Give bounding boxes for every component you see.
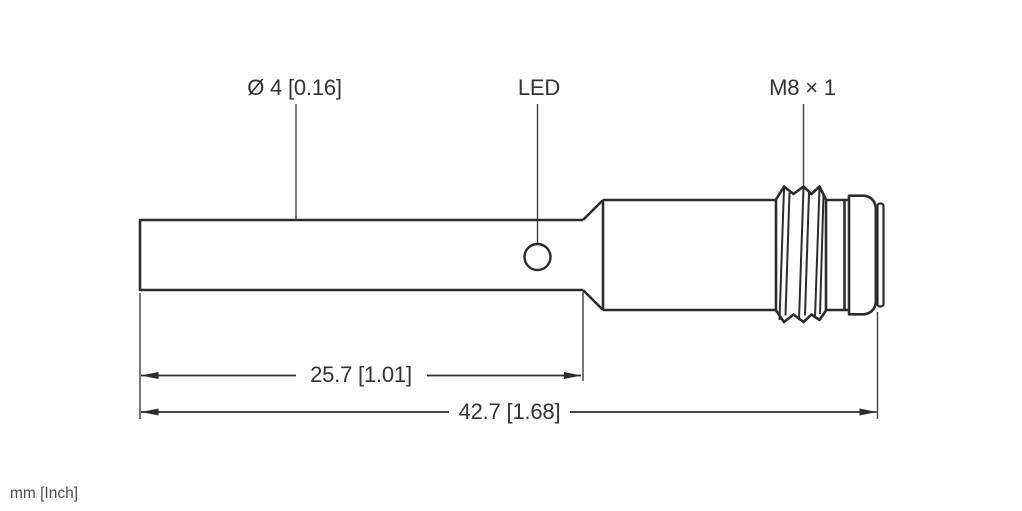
led-indicator-circle: [523, 242, 552, 272]
overall-length-dimension: 42.7 [1.68]: [458, 399, 561, 424]
connector-lip: [876, 202, 885, 308]
arrowhead-left: [141, 372, 159, 379]
units-note: mm [Inch]: [10, 485, 79, 502]
thread-edges: [774, 199, 828, 311]
thread-label: M8 × 1: [769, 75, 836, 100]
diameter-label: Ø 4 [0.16]: [247, 75, 342, 100]
arrowhead-right: [564, 372, 582, 379]
arrowhead-right: [859, 408, 877, 416]
arrowhead-left: [141, 408, 159, 416]
led-label: LED: [517, 75, 561, 100]
collar: [826, 198, 849, 312]
chamfer-top: [582, 199, 604, 221]
barrel-length-dimension: 25.7 [1.01]: [310, 362, 412, 387]
thread-flank-lines: [778, 187, 825, 321]
connector-cap: [847, 194, 878, 316]
chamfer-bottom: [582, 289, 604, 311]
thread-crest-top: [774, 185, 828, 201]
sensor-barrel: [138, 218, 583, 292]
housing-body: [601, 198, 776, 312]
thread-crest-bottom: [774, 309, 828, 324]
